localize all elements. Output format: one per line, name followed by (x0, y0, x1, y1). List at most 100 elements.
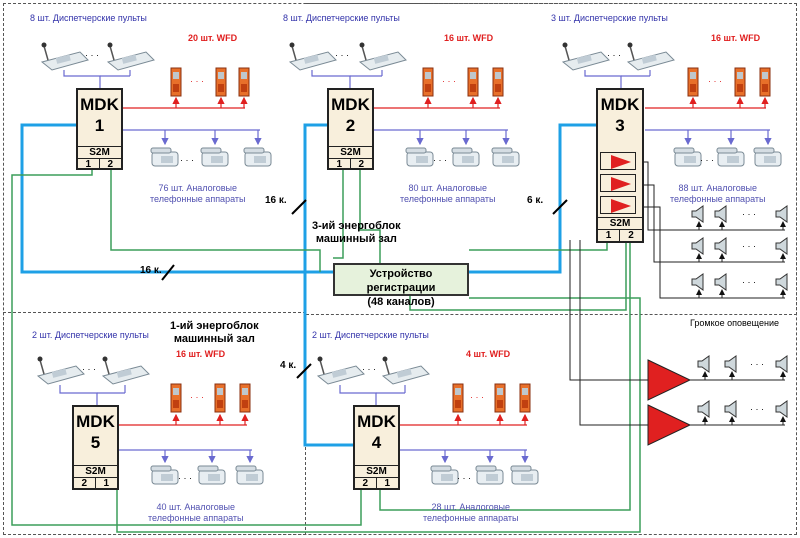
wfd-icon (452, 383, 531, 413)
mdk-name: MDK (357, 412, 396, 431)
hall-label: 3-ий энергоблок машинный зал (312, 220, 401, 246)
amp-slot (600, 152, 636, 170)
mdk-node: MDK 5 S2M 2 1 (72, 405, 119, 490)
phone-icon (673, 147, 782, 167)
s2m-label: S2M (598, 217, 642, 229)
dispatch-label: 2 шт. Диспетчерские пульты (32, 330, 149, 340)
dispatch-label: 8 шт. Диспетчерские пульты (283, 13, 400, 23)
phones-desc: телефонные аппараты (423, 513, 519, 523)
mdk-title: MDK 2 (329, 94, 372, 136)
ellipsis: · · · (82, 364, 96, 374)
mdk-number: 5 (90, 433, 101, 452)
mdk-number: 1 (94, 116, 105, 135)
phones-count: 40 шт. Аналоговые (156, 502, 236, 512)
mdk-number: 3 (615, 116, 625, 135)
port-b: 1 (376, 477, 398, 489)
wfd-icon (170, 383, 251, 413)
speaker-lines (569, 161, 786, 426)
wfd-icon (422, 67, 504, 97)
port-b: 2 (350, 158, 372, 170)
mdk-name: MDK (76, 412, 115, 431)
port-a: 1 (329, 158, 351, 170)
channel-count: 16 к. (265, 195, 287, 206)
registration-device: Устройство регистрации (48 каналов) (333, 263, 469, 308)
dispatch-label: 2 шт. Диспетчерские пульты (312, 330, 429, 340)
phone-lines (59, 70, 772, 464)
mdk-title: MDK 5 (74, 411, 117, 453)
ellipsis: · · · (190, 392, 204, 402)
ellipsis: · · · (442, 76, 456, 86)
dispatch-label: 3 шт. Диспетчерские пульты (551, 13, 668, 23)
registration-title: Устройство регистрации (366, 268, 436, 294)
hall-subtitle: машинный зал (315, 233, 397, 245)
amplifier-icon (611, 155, 631, 169)
wfd-label: 20 шт. WFD (188, 33, 238, 43)
mdk-node: MDK 1 S2M 1 2 (76, 88, 123, 170)
channel-count: 16 к. (140, 265, 162, 276)
trunk-lines (20, 123, 598, 447)
wfd-label: 16 шт. WFD (444, 33, 494, 43)
port-a: 1 (78, 158, 100, 170)
analog-lines (11, 170, 641, 533)
wfd-lines (119, 96, 769, 426)
ellipsis: · · · (433, 155, 447, 165)
phones-label: 28 шт. Аналоговые телефонные аппараты (423, 502, 518, 524)
port-a: 2 (355, 477, 377, 489)
phone-icon (150, 147, 272, 167)
ellipsis: · · · (335, 50, 349, 60)
wfd-icon (170, 67, 250, 97)
hall-subtitle: машинный зал (173, 333, 255, 345)
ellipsis: · · · (750, 404, 764, 414)
wfd-icon (687, 67, 771, 97)
s2m-label: S2M (355, 465, 398, 477)
loudspeaker-label: Громкое оповещение (690, 318, 779, 328)
ellipsis: · · · (457, 473, 471, 483)
zone-unit3 (306, 3, 797, 315)
ellipsis: · · · (742, 241, 756, 251)
port-b: 2 (99, 158, 121, 170)
phones-label: 88 шт. Аналоговые телефонные аппараты (670, 183, 765, 205)
phones-desc: телефонные аппараты (400, 194, 496, 204)
wfd-label: 16 шт. WFD (711, 33, 761, 43)
phones-label: 80 шт. Аналоговые телефонные аппараты (400, 183, 495, 205)
phone-icon (430, 465, 539, 485)
phones-count: 28 шт. Аналоговые (431, 502, 511, 512)
channel-count: 6 к. (527, 195, 544, 206)
amplifier-icon (611, 199, 631, 213)
phones-count: 88 шт. Аналоговые (678, 183, 758, 193)
ellipsis: · · · (607, 50, 621, 60)
amp-slot (600, 196, 636, 214)
ellipsis: · · · (742, 209, 756, 219)
amplifier-icon (611, 177, 631, 191)
phones-count: 76 шт. Аналоговые (158, 183, 238, 193)
phones-label: 76 шт. Аналоговые телефонные аппараты (150, 183, 245, 205)
ellipsis: · · · (700, 155, 714, 165)
phones-label: 40 шт. Аналоговые телефонные аппараты (148, 502, 243, 524)
registration-channels: (48 каналов) (367, 296, 435, 308)
ellipsis: · · · (742, 277, 756, 287)
hall-title: 1-ий энергоблок (170, 320, 259, 332)
ellipsis: · · · (708, 76, 722, 86)
mdk-title: MDK 1 (78, 94, 121, 136)
loudspeaker-icon (691, 205, 788, 418)
s2m-label: S2M (74, 465, 117, 477)
mdk-node: MDK 2 S2M 1 2 (327, 88, 374, 170)
port-a: 1 (598, 229, 620, 241)
phones-count: 80 шт. Аналоговые (408, 183, 488, 193)
mdk-name: MDK (331, 95, 370, 114)
phones-desc: телефонные аппараты (148, 513, 244, 523)
slash-markers (161, 199, 568, 379)
mdk-title: MDK 3 (598, 94, 642, 136)
channel-count: 4 к. (280, 360, 297, 371)
phone-icon (150, 465, 264, 485)
port-b: 1 (95, 477, 117, 489)
phones-desc: телефонные аппараты (150, 194, 246, 204)
s2m-label: S2M (329, 146, 372, 158)
ellipsis: · · · (470, 392, 484, 402)
ellipsis: · · · (362, 364, 376, 374)
ellipsis: · · · (750, 359, 764, 369)
mdk-name: MDK (600, 95, 640, 114)
mdk-number: 2 (345, 116, 356, 135)
mdk-node: MDK 4 S2M 2 1 (353, 405, 400, 490)
